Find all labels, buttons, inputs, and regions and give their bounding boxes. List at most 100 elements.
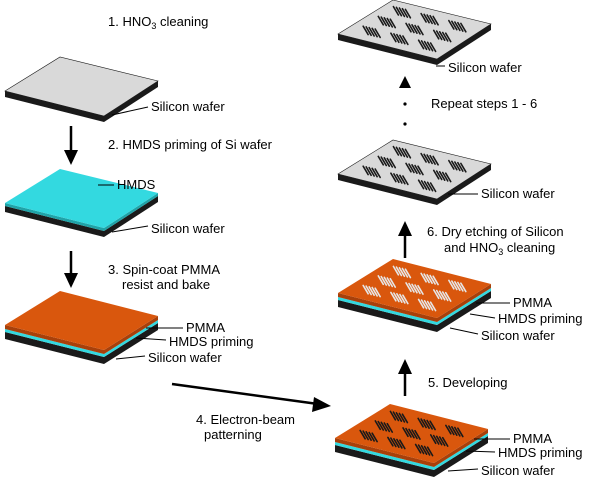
step6-mark-7 — [383, 157, 391, 167]
step3-label-line2: resist and bake — [122, 277, 210, 292]
step6-mark-35 — [432, 169, 440, 180]
step4-mark-3 — [368, 431, 375, 442]
step6-mark-28 — [429, 154, 436, 165]
final-mark-25 — [420, 12, 427, 23]
leader-step1-silicon — [111, 106, 149, 116]
step4-mark-22 — [408, 428, 415, 439]
step5-mark-27 — [426, 273, 433, 284]
step4-hmds-label: HMDS priming — [498, 445, 583, 460]
final-mark-40 — [448, 19, 455, 30]
step5-mark-44 — [460, 282, 467, 293]
wafer-step3-hmds-edge-right — [104, 320, 158, 357]
step5-mark-35 — [432, 289, 440, 300]
step6-mark-42 — [454, 161, 461, 172]
step3-hmds-label: HMDS priming — [169, 334, 254, 349]
wafer-final-marks — [362, 5, 467, 53]
step4-mark-12 — [395, 411, 403, 422]
final-mark-4 — [374, 28, 381, 39]
step6-mark-3 — [371, 167, 378, 178]
wafer-final-edge-right — [437, 24, 491, 65]
arrow-down-1 — [64, 126, 78, 165]
step5-mark-0 — [362, 284, 369, 295]
step3-silicon-label: Silicon wafer — [148, 350, 222, 365]
final-mark-14 — [404, 8, 412, 19]
step6-silicon-label: Silicon wafer — [481, 186, 555, 201]
final-mark-41 — [451, 20, 458, 31]
final-mark-1 — [365, 26, 372, 37]
wafer-step6-marks — [362, 145, 467, 193]
step6-mark-25 — [420, 152, 427, 163]
step5-mark-40 — [448, 279, 455, 290]
step4-mark-34 — [426, 446, 434, 457]
step4-mark-23 — [411, 429, 418, 440]
wafer-step5-si-edge-right — [437, 291, 491, 332]
step6-mark-14 — [404, 148, 412, 159]
leader-step5-silicon — [449, 327, 479, 335]
step5-mark-22 — [411, 283, 418, 294]
step6-mark-21 — [408, 163, 415, 174]
step4-mark-18 — [396, 438, 403, 449]
wafer-step1-top — [4, 56, 159, 117]
step6-mark-33 — [426, 181, 434, 192]
step6-label-line1: 6. Dry etching of Silicon — [427, 224, 564, 239]
step4-mark-4 — [371, 432, 378, 443]
step4-mark-1 — [362, 430, 369, 441]
final-mark-11 — [395, 6, 403, 17]
wafer-step3-si-edge — [5, 332, 104, 364]
step4-mark-25 — [417, 417, 424, 428]
wafer-step2-hmds-edge — [5, 203, 104, 231]
step6-mark-34 — [429, 182, 437, 193]
step5-mark-29 — [432, 275, 439, 286]
step5-label: 5. Developing — [428, 375, 508, 390]
final-mark-30 — [417, 39, 425, 50]
step5-mark-31 — [420, 299, 428, 310]
step4-mark-42 — [451, 425, 458, 436]
step5-mark-12 — [398, 266, 406, 277]
step6-mark-40 — [448, 159, 455, 170]
step5-silicon-label: Silicon wafer — [481, 328, 555, 343]
arrow-down-2 — [64, 251, 78, 288]
step4-mark-21 — [405, 427, 412, 438]
wafer-step3-pmma-top — [5, 291, 158, 350]
step5-mark-28 — [429, 274, 436, 285]
step6-mark-44 — [460, 162, 467, 173]
wafer-step4-hmds-edge — [335, 442, 434, 470]
wafer-step3-pmma-edge — [5, 325, 104, 354]
step2-silicon-label: Silicon wafer — [151, 221, 225, 236]
step5-mark-20 — [405, 282, 412, 293]
final-mark-28 — [429, 14, 436, 25]
leader-step2-silicon — [111, 225, 149, 233]
final-mark-31 — [420, 40, 428, 51]
step6-label-line2: and HNO3 cleaning — [444, 240, 555, 257]
step4-mark-44 — [457, 427, 464, 438]
step5-mark-39 — [444, 291, 452, 302]
repeat-dot-2 — [403, 102, 407, 106]
step6-mark-5 — [377, 155, 385, 166]
step4-mark-41 — [448, 425, 455, 436]
step4-mark-35 — [429, 434, 437, 445]
step6-mark-20 — [405, 162, 412, 173]
final-mark-23 — [414, 24, 421, 35]
step6-mark-39 — [444, 172, 452, 183]
wafer-step1-edge — [5, 91, 104, 122]
step6-mark-19 — [402, 175, 409, 186]
final-mark-26 — [423, 13, 430, 24]
step5-hmds-label: HMDS priming — [498, 311, 583, 326]
step6-mark-12 — [398, 147, 406, 158]
step6-mark-11 — [395, 146, 403, 157]
step6-mark-8 — [386, 157, 394, 168]
step5-mark-19 — [402, 294, 409, 305]
final-mark-24 — [417, 25, 424, 36]
wafer-step6-edge-right — [437, 164, 491, 205]
final-mark-12 — [398, 7, 406, 18]
step4-mark-9 — [386, 422, 394, 433]
step4-mark-24 — [414, 429, 421, 440]
wafer-step5-hmds-edge-right — [437, 288, 491, 325]
wafer-step5-marks — [362, 265, 467, 312]
step6-mark-26 — [423, 153, 430, 164]
wafer-step2 — [5, 169, 158, 237]
wafer-step5-pmma-edge — [338, 293, 437, 322]
step4-mark-5 — [374, 420, 382, 431]
